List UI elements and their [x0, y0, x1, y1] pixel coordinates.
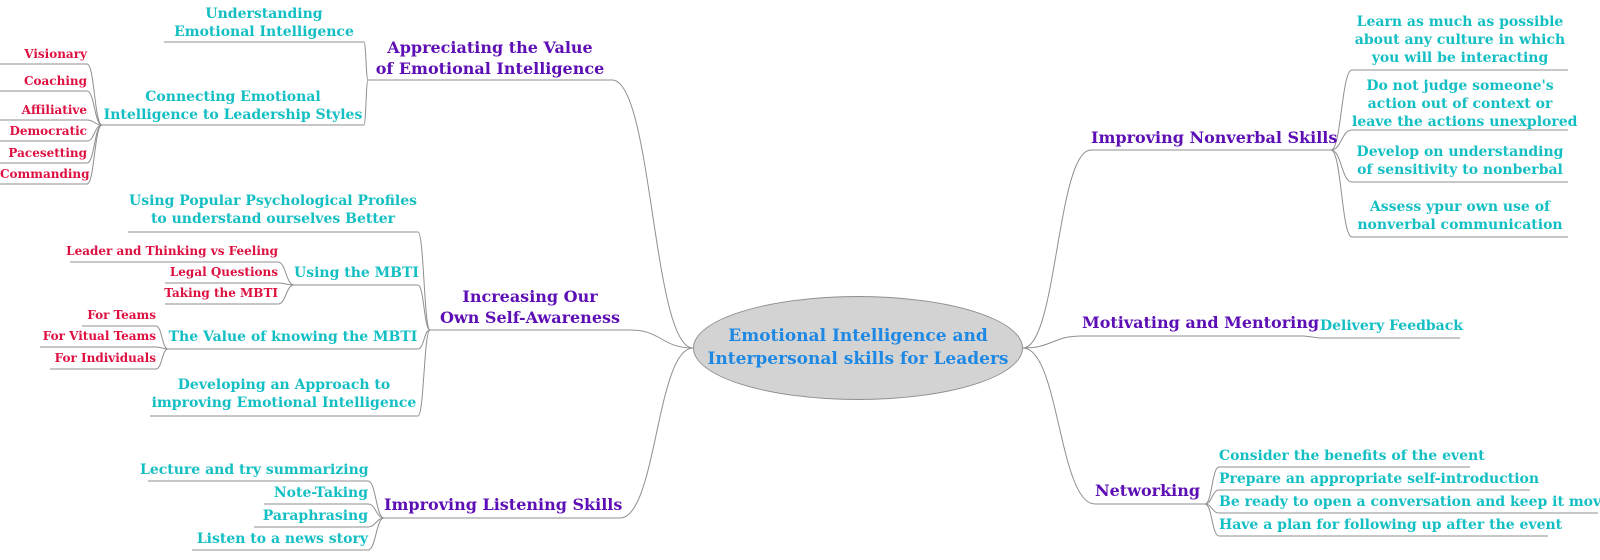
topic-self-awareness[interactable]: Increasing Our Own Self-Awareness [430, 287, 630, 329]
link-listening-1 [367, 503, 385, 519]
leaf-delivery-feedback[interactable]: Delivery Feedback [1320, 318, 1463, 334]
link-mbti-child-2 [277, 284, 295, 305]
link-nonverbal-1 [1330, 129, 1353, 151]
central-topic-line-2: Interpersonal skills for Leaders [707, 349, 1009, 369]
leaf-taking-mbti[interactable]: Taking the MBTI [164, 286, 278, 300]
link-listening-3 [367, 517, 385, 551]
link-center-listening [619, 347, 694, 519]
leaf-develop-sensitivity-line-2: of sensitivity to nonberbal [1357, 162, 1563, 179]
leaf-pacesetting[interactable]: Pacesetting [8, 146, 87, 160]
topic-self-awareness-line-1: Increasing Our [462, 287, 598, 306]
leaf-for-virtual-teams[interactable]: For Vitual Teams [42, 329, 156, 343]
subtopic-understanding-ei[interactable]: Understanding Emotional Intelligence [164, 5, 364, 41]
leaf-coaching[interactable]: Coaching [23, 74, 87, 88]
link-nonverbal-3 [1330, 149, 1353, 238]
subtopic-value-of-mbti[interactable]: The Value of knowing the MBTI [168, 329, 418, 345]
leaf-for-teams[interactable]: For Teams [87, 308, 156, 322]
subtopic-connecting-line-2: Intelligence to Leadership Styles [103, 107, 363, 124]
subtopic-psychological-profiles[interactable]: Using Popular Psychological Profiles to … [128, 192, 418, 228]
link-networking-3 [1204, 503, 1220, 537]
leaf-do-not-judge-line-3: leave the actions unexplored [1352, 114, 1578, 131]
subtopic-approach-line-1: Developing an Approach to [177, 377, 391, 393]
leaf-do-not-judge-line-1: Do not judge someone's [1366, 78, 1554, 94]
leaf-for-individuals[interactable]: For Individuals [54, 351, 156, 365]
leaf-follow-up-plan[interactable]: Have a plan for following up after the e… [1219, 517, 1563, 533]
link-self-mbti [417, 284, 431, 331]
topic-appreciating-line-2: of Emotional Intelligence [375, 58, 605, 78]
link-center-motivating [1022, 335, 1083, 349]
link-nonverbal-2 [1330, 149, 1353, 183]
leaf-self-introduction[interactable]: Prepare an appropriate self-introduction [1219, 471, 1540, 487]
link-self-value [417, 329, 431, 350]
link-value-child-0 [155, 325, 169, 350]
leaf-do-not-judge-line-2: action out of context or [1367, 96, 1553, 113]
leaf-learn-culture-line-1: Learn as much as possible [1356, 14, 1564, 30]
link-center-appreciating [611, 79, 694, 349]
link-mbti-child-0 [277, 261, 295, 286]
leaf-note-taking[interactable]: Note-Taking [273, 485, 368, 501]
link-center-self-awareness [629, 329, 694, 349]
leaf-consider-benefits[interactable]: Consider the benefits of the event [1219, 448, 1485, 464]
link-style-1 [86, 90, 103, 126]
link-appreciating-understanding [363, 41, 369, 81]
link-nonverbal-0 [1330, 69, 1353, 151]
subtopic-connecting-line-1: Connecting Emotional [145, 89, 321, 105]
leaf-paraphrasing[interactable]: Paraphrasing [262, 508, 368, 524]
link-style-5 [86, 124, 103, 185]
central-topic-label: Emotional Intelligence and Interpersonal… [707, 325, 1008, 371]
link-appreciating-connecting [363, 79, 369, 126]
link-networking-1 [1204, 489, 1220, 505]
leaf-assess-nonverbal-line-2: nonverbal communication [1357, 217, 1563, 234]
subtopic-approach-line-2: improving Emotional Intelligence [151, 395, 417, 412]
subtopic-profiles-line-1: Using Popular Psychological Profiles [128, 193, 417, 209]
leaf-learn-culture[interactable]: Learn as much as possible about any cult… [1352, 13, 1568, 68]
leaf-commanding[interactable]: Commanding [0, 167, 90, 181]
leaf-legal-questions[interactable]: Legal Questions [169, 265, 278, 279]
leaf-open-conversation[interactable]: Be ready to open a conversation and keep… [1219, 494, 1600, 510]
leaf-visionary[interactable]: Visionary [24, 47, 87, 61]
leaf-assess-nonverbal[interactable]: Assess ypur own use of nonverbal communi… [1352, 198, 1568, 234]
leaf-democratic[interactable]: Democratic [9, 124, 87, 138]
leaf-affiliative[interactable]: Affiliative [21, 103, 87, 117]
topic-motivating-mentoring[interactable]: Motivating and Mentoring [1082, 313, 1320, 332]
link-center-nonverbal [1022, 149, 1092, 349]
central-topic[interactable]: Emotional Intelligence and Interpersonal… [693, 296, 1023, 400]
topic-self-awareness-line-2: Own Self-Awareness [439, 307, 621, 327]
subtopic-using-mbti[interactable]: Using the MBTI [294, 265, 419, 281]
link-style-0 [86, 63, 103, 126]
link-self-approach [417, 329, 431, 417]
subtopic-understanding-line-1: Understanding [205, 6, 323, 22]
leaf-do-not-judge[interactable]: Do not judge someone's action out of con… [1352, 77, 1577, 132]
link-self-profiles [417, 231, 431, 331]
leaf-thinking-vs-feeling[interactable]: Leader and Thinking vs Feeling [66, 244, 278, 258]
link-listening-0 [367, 480, 385, 519]
central-topic-line-1: Emotional Intelligence and [728, 326, 988, 347]
link-value-child-2 [155, 348, 169, 370]
topic-appreciating-value[interactable]: Appreciating the Value of Emotional Inte… [368, 38, 612, 80]
leaf-lecture-summarizing[interactable]: Lecture and try summarizing [140, 462, 369, 478]
leaf-develop-sensitivity-line-1: Develop on understanding [1356, 144, 1564, 160]
subtopic-understanding-line-2: Emotional Intelligence [174, 24, 354, 41]
link-center-networking [1022, 347, 1096, 505]
leaf-learn-culture-line-3: you will be interacting [1371, 50, 1549, 67]
link-networking-0 [1204, 466, 1220, 505]
leaf-learn-culture-line-2: about any culture in which [1354, 32, 1566, 49]
topic-listening-skills[interactable]: Improving Listening Skills [384, 495, 623, 514]
leaf-news-story[interactable]: Listen to a news story [196, 531, 368, 547]
subtopic-developing-approach[interactable]: Developing an Approach to improving Emot… [150, 376, 418, 412]
subtopic-connecting-ei[interactable]: Connecting Emotional Intelligence to Lea… [102, 88, 364, 124]
topic-networking[interactable]: Networking [1095, 481, 1201, 500]
leaf-assess-nonverbal-line-1: Assess ypur own use of [1369, 199, 1551, 215]
leaf-develop-sensitivity[interactable]: Develop on understanding of sensitivity … [1352, 143, 1568, 179]
subtopic-profiles-line-2: to understand ourselves Better [150, 211, 396, 228]
topic-appreciating-line-1: Appreciating the Value [387, 38, 593, 57]
link-motivating-0 [1303, 335, 1321, 339]
topic-nonverbal-skills[interactable]: Improving Nonverbal Skills [1091, 128, 1338, 147]
